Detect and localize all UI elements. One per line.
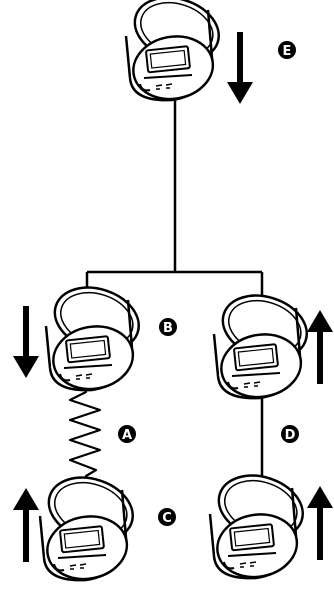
device-c bbox=[38, 466, 143, 587]
spring-a bbox=[68, 378, 102, 482]
arrow-up-icon bbox=[307, 486, 333, 560]
device-right-bottom bbox=[208, 464, 313, 585]
connection-lines bbox=[85, 88, 264, 490]
device-right-top bbox=[212, 284, 317, 405]
label-a: A bbox=[122, 428, 132, 443]
label-c: C bbox=[162, 511, 172, 526]
badge-b: B bbox=[159, 318, 177, 336]
arrow-up-icon bbox=[13, 488, 39, 562]
device-e bbox=[124, 0, 229, 107]
badge-a: A bbox=[118, 425, 136, 443]
badge-d: D bbox=[281, 425, 299, 443]
device-b bbox=[44, 276, 149, 397]
arrow-down-icon bbox=[13, 306, 39, 378]
badge-c: C bbox=[158, 508, 176, 526]
arrow-up-icon bbox=[307, 310, 333, 384]
badge-e: E bbox=[278, 41, 296, 59]
label-b: B bbox=[163, 321, 173, 336]
arrow-down-icon bbox=[227, 32, 253, 104]
label-d: D bbox=[285, 428, 296, 443]
label-e: E bbox=[283, 44, 292, 59]
